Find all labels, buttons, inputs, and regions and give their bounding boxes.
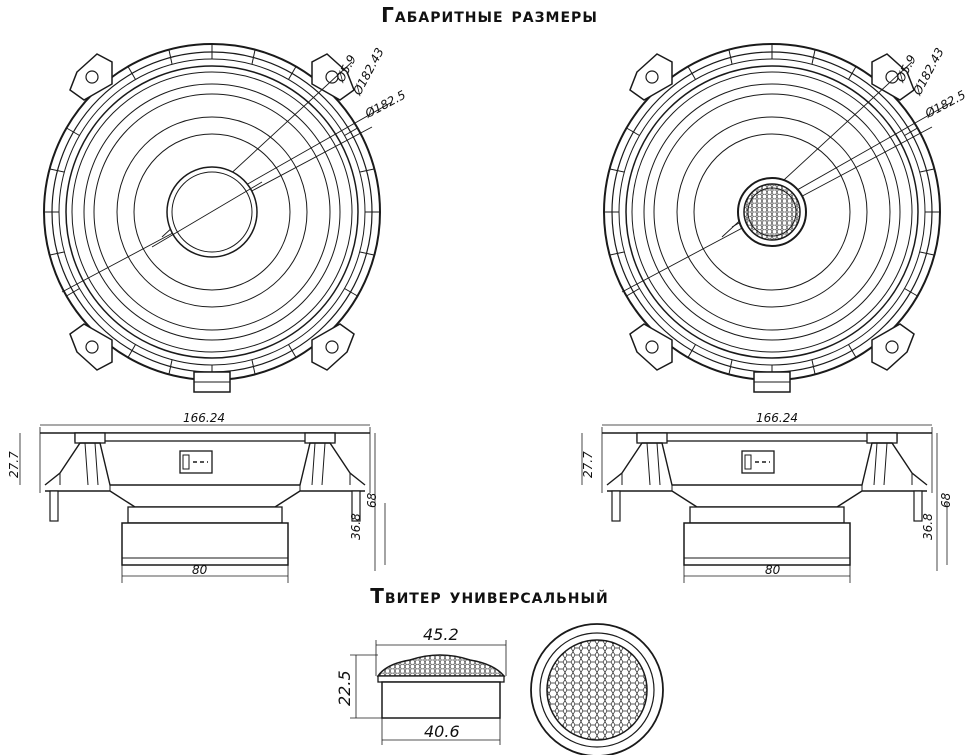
- speaker-front-left: [43, 43, 393, 393]
- dim-magnet-depth-right: 36.8: [921, 513, 935, 540]
- dim-tweeter-height: 22.5: [335, 670, 354, 706]
- speaker-side-left: [19, 426, 386, 584]
- heading-tweeter: Твитер универсальный: [370, 584, 609, 608]
- dim-outer-diameter-left: Ø182.5: [362, 88, 408, 121]
- heading-overall-dimensions: Габаритные размеры: [381, 3, 598, 27]
- dim-magnet-diameter-right: 80: [765, 563, 781, 577]
- speaker-side-right: [581, 426, 948, 584]
- dim-overall-width-right: 166.24: [756, 411, 798, 425]
- dim-tweeter-bottom-width: 40.6: [424, 722, 460, 741]
- dim-magnet-depth-left: 36.8: [349, 513, 363, 540]
- dim-magnet-diameter-left: 80: [192, 563, 208, 577]
- dim-tweeter-top-width: 45.2: [423, 625, 459, 644]
- dim-bolt-circle-right: Ø182.43: [910, 45, 947, 98]
- dim-overall-width-left: 166.24: [183, 411, 225, 425]
- dim-bolt-circle-left: Ø182.43: [350, 45, 387, 98]
- dim-flange-height-left: 27.7: [7, 451, 21, 478]
- tweeter-side: [350, 640, 507, 745]
- dim-total-depth-right: 68: [939, 492, 953, 508]
- tweeter-front: [530, 623, 664, 755]
- dim-outer-diameter-right: Ø182.5: [922, 88, 968, 121]
- speaker-front-right: [603, 43, 953, 393]
- dim-flange-height-right: 27.7: [581, 451, 595, 478]
- dim-total-depth-left: 68: [365, 492, 379, 508]
